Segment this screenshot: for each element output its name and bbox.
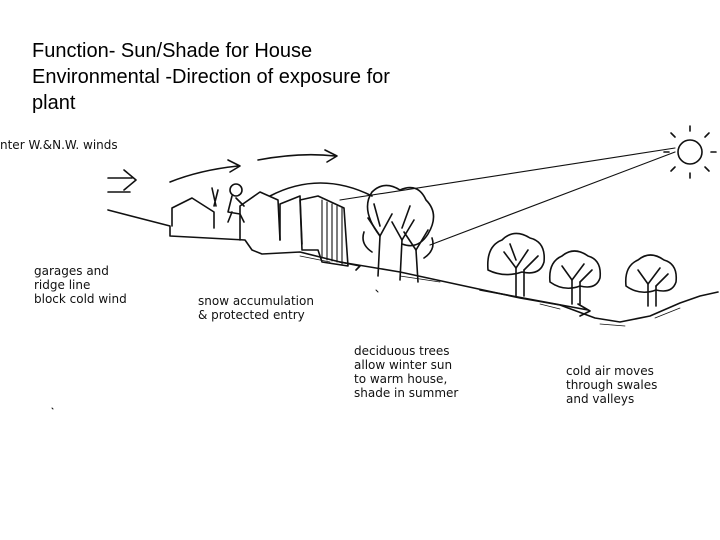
sun-icon — [663, 125, 717, 179]
tree-icon — [548, 250, 602, 305]
deciduous-line-2: allow winter sun — [354, 358, 453, 372]
deciduous-label: deciduous trees allow winter sun to warm… — [354, 344, 458, 400]
cold-air-line-3: and valleys — [566, 392, 635, 406]
garages-line-2: ridge line — [34, 278, 91, 292]
tree-icon — [624, 254, 678, 307]
title-line-3: plant — [32, 92, 76, 114]
snow-label: snow accumulation & protected entry — [198, 294, 314, 322]
ground-shading — [299, 255, 681, 327]
wind-arrow-icon — [107, 149, 591, 317]
snow-line-1: snow accumulation — [198, 294, 314, 308]
title-line-1: Function- Sun/Shade for House — [32, 40, 313, 62]
deciduous-line-3: to warm house, — [354, 372, 448, 386]
garages-line-3: block cold wind — [34, 292, 127, 306]
garages-label: garages and ridge line block cold wind — [34, 264, 127, 306]
main-house — [299, 195, 361, 271]
sun-rays — [339, 147, 676, 246]
slide-title: Function- Sun/Shade for House Environmen… — [32, 38, 492, 116]
person-icon — [211, 183, 245, 223]
swale-marks — [51, 289, 379, 410]
tree-icon — [362, 184, 435, 283]
snow-line-2: & protected entry — [198, 308, 305, 322]
ground-line — [107, 209, 719, 323]
cold-air-line-2: through swales — [566, 378, 658, 392]
deciduous-line-4: shade in summer — [354, 386, 459, 400]
garages-line-1: garages and — [34, 264, 109, 278]
cold-air-label: cold air moves through swales and valley… — [566, 364, 657, 406]
tree-icon — [486, 232, 546, 297]
cold-air-line-1: cold air moves — [566, 364, 654, 378]
title-line-2: Environmental -Direction of exposure for — [32, 66, 390, 88]
deciduous-line-1: deciduous trees — [354, 344, 450, 358]
winds-label: nter W.&N.W. winds — [0, 138, 118, 152]
